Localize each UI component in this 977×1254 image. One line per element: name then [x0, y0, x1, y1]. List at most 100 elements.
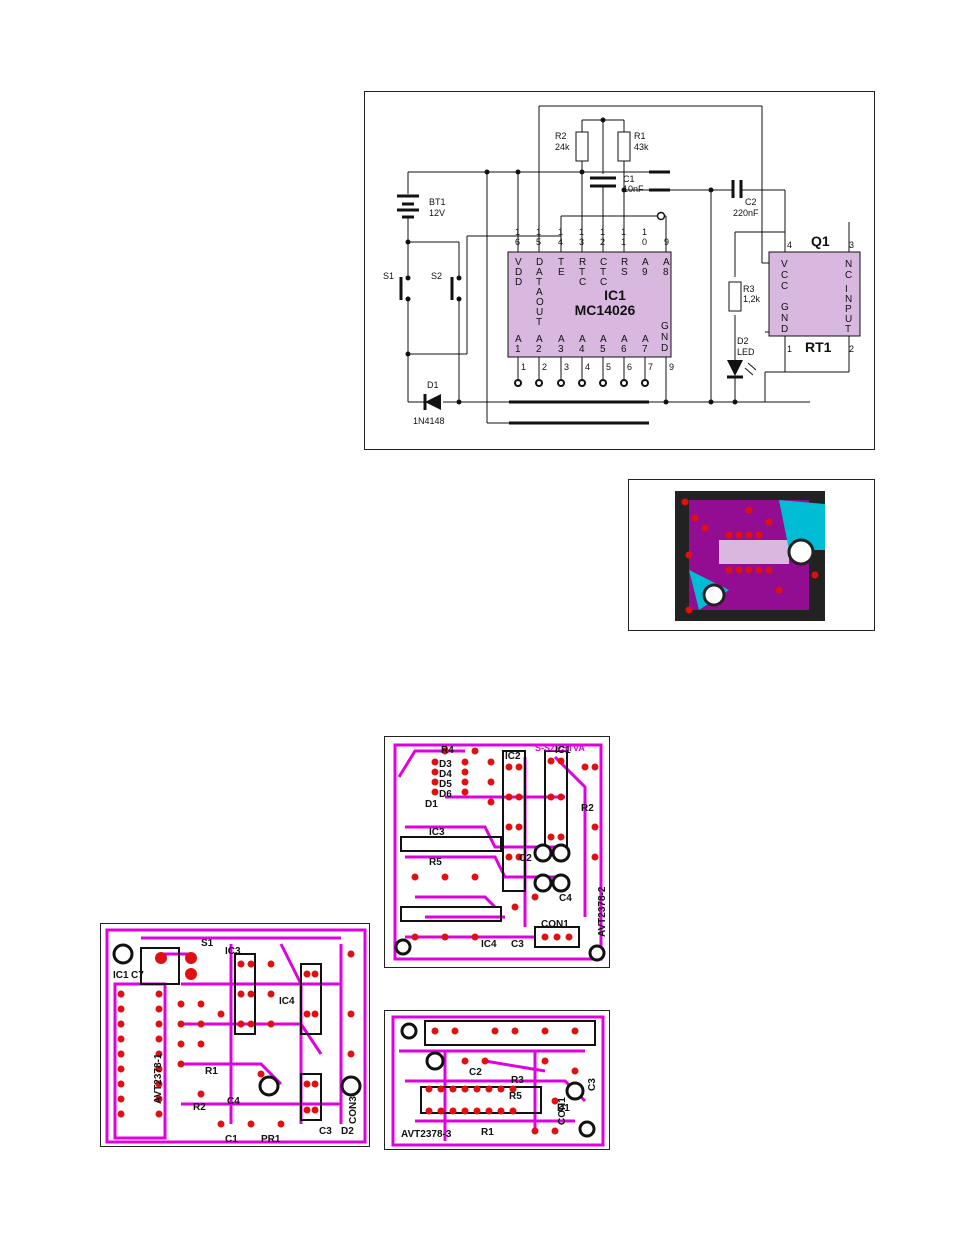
ic1-top-pin-numbers: 16 15 14 13 12 11 10 9 [515, 227, 669, 247]
board2-ic3: IC3 [429, 827, 445, 838]
r2-name: R2 [555, 131, 567, 141]
q1-body [768, 251, 861, 337]
pcb-board-2-frame: S-SZESTVA AVT2378-2 R4 D3 D4 D5 D6 D1 IC… [384, 736, 610, 968]
svg-text:1: 1 [600, 227, 605, 237]
board1-r2: R2 [193, 1102, 206, 1113]
board2-d3: D3 [439, 759, 452, 770]
board1-c3: C3 [319, 1126, 332, 1137]
r1-name: R1 [634, 131, 646, 141]
svg-text:T: T [600, 267, 606, 278]
svg-text:R: R [621, 257, 628, 268]
svg-text:V: V [781, 259, 788, 270]
svg-text:9: 9 [664, 237, 669, 247]
q1-sub: RT1 [805, 339, 832, 355]
svg-text:T: T [536, 277, 542, 288]
r3-name: R3 [743, 284, 755, 294]
svg-text:A: A [558, 334, 565, 345]
circuit-schematic: IC1 MC14026 16 15 14 13 12 11 10 9 VDD D… [383, 105, 861, 426]
s2-label: S2 [431, 271, 442, 281]
svg-text:D: D [781, 324, 788, 335]
board1-s1: S1 [201, 938, 214, 949]
svg-text:1: 1 [515, 227, 520, 237]
svg-text:T: T [845, 324, 851, 335]
pcb-board-2: S-SZESTVA AVT2378-2 R4 D3 D4 D5 D6 D1 IC… [393, 743, 608, 962]
svg-text:A: A [515, 334, 522, 345]
board3-title: AVT2378-3 [401, 1129, 452, 1140]
svg-text:D: D [515, 277, 522, 288]
r2-value: 24k [555, 142, 570, 152]
svg-text:V: V [515, 257, 522, 268]
svg-text:S: S [621, 267, 628, 278]
board2-r5: R5 [429, 857, 442, 868]
svg-text:1: 1 [642, 227, 647, 237]
board3-r5: R5 [509, 1091, 522, 1102]
d1-value: 1N4148 [413, 416, 445, 426]
ic1-bottom-pin-names: A1 A2 A3 A4 A5 A6 A7 GND [515, 321, 669, 355]
svg-text:5: 5 [606, 362, 611, 372]
svg-text:A: A [621, 334, 628, 345]
svg-text:9: 9 [642, 267, 648, 278]
svg-text:N: N [845, 294, 852, 305]
svg-text:R: R [579, 257, 586, 268]
svg-text:4: 4 [579, 344, 585, 355]
svg-text:1: 1 [521, 362, 526, 372]
board2-ic2: IC2 [505, 751, 521, 762]
c1-name: C1 [623, 174, 635, 184]
svg-text:N: N [661, 332, 668, 343]
r3-resistor [728, 281, 742, 312]
pcb-board-3-frame: AVT2378-3 R1 C2 R3 R5 C3 CON1 D1 [384, 1010, 610, 1150]
s2-switch [450, 275, 462, 302]
board1-pr1: PR1 [261, 1134, 281, 1145]
svg-text:E: E [558, 267, 565, 278]
board3-d1: D1 [557, 1103, 570, 1114]
svg-text:U: U [536, 307, 543, 318]
svg-text:A: A [663, 257, 670, 268]
svg-text:U: U [845, 314, 852, 325]
board2-d4: D4 [439, 769, 452, 780]
svg-text:P: P [845, 304, 852, 315]
board3-r1: R1 [481, 1127, 494, 1138]
board2-con1: CON1 [541, 919, 569, 930]
board3-c3: C3 [587, 1078, 598, 1091]
svg-text:G: G [781, 302, 789, 313]
svg-text:5: 5 [536, 237, 541, 247]
svg-text:A: A [642, 334, 649, 345]
svg-text:5: 5 [600, 344, 606, 355]
board1-c1: C1 [225, 1134, 238, 1145]
svg-text:1: 1 [579, 227, 584, 237]
svg-text:1: 1 [515, 344, 521, 355]
svg-text:4: 4 [585, 362, 590, 372]
svg-text:A: A [642, 257, 649, 268]
svg-text:A: A [600, 334, 607, 345]
svg-text:2: 2 [600, 237, 605, 247]
board2-r4: R4 [441, 745, 454, 756]
svg-text:C: C [781, 281, 788, 292]
d2-led [727, 360, 757, 379]
board3-c2: C2 [469, 1067, 482, 1078]
svg-text:3: 3 [558, 344, 564, 355]
svg-text:7: 7 [648, 362, 653, 372]
svg-text:A: A [536, 267, 543, 278]
pcb-preview-frame [628, 479, 875, 631]
board2-title: AVT2378-2 [597, 886, 608, 937]
r1-value: 43k [634, 142, 649, 152]
board3-r3: R3 [511, 1075, 524, 1086]
d2-value: LED [737, 347, 755, 357]
board2-d6: D6 [439, 789, 452, 800]
board1-c4: C4 [227, 1096, 240, 1107]
svg-text:7: 7 [642, 344, 648, 355]
svg-text:C: C [600, 257, 607, 268]
svg-text:1: 1 [558, 227, 563, 237]
svg-text:D: D [515, 267, 522, 278]
svg-text:6: 6 [515, 237, 520, 247]
r1-resistor [617, 131, 631, 162]
svg-text:2: 2 [542, 362, 547, 372]
q1-pin-input: 2 [849, 344, 854, 354]
svg-text:N: N [781, 313, 788, 324]
svg-text:T: T [579, 267, 585, 278]
bt1-name: BT1 [429, 197, 446, 207]
q1-pin-nc: 3 [849, 240, 854, 250]
c2-value: 220nF [733, 208, 759, 218]
